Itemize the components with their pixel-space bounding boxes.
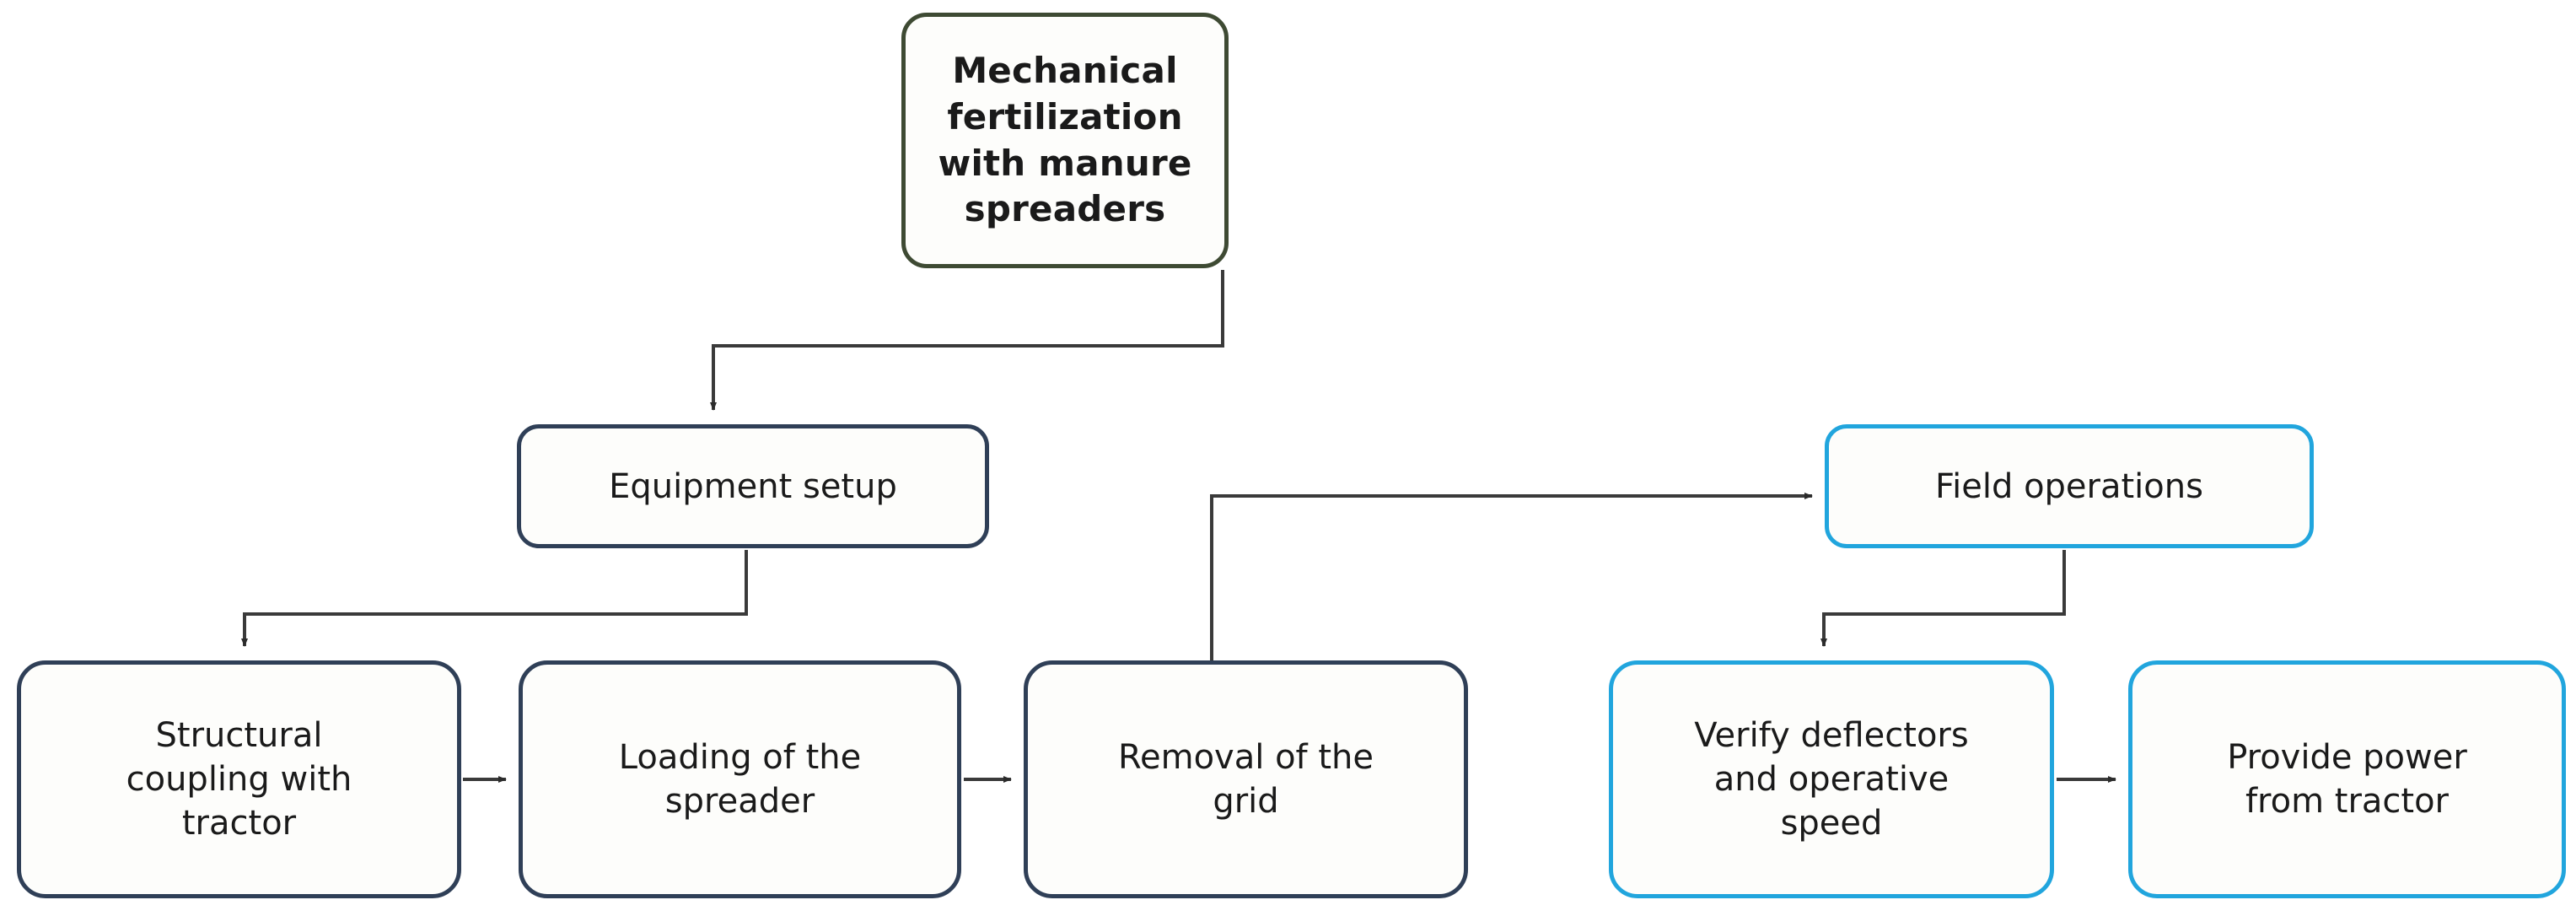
node-label: Mechanical fertilization with manure spr…	[938, 50, 1192, 230]
node-equipment-setup[interactable]: Equipment setup	[517, 424, 989, 548]
node-structural-coupling-with-tractor[interactable]: Structural coupling with tractor	[17, 660, 461, 898]
node-field-operations[interactable]: Field operations	[1825, 424, 2314, 548]
node-removal-of-the-grid[interactable]: Removal of the grid	[1024, 660, 1468, 898]
edge-root-to-equipment-setup	[710, 270, 1224, 411]
edge-removal-grid-to-field-operations	[1210, 493, 1813, 660]
node-loading-of-the-spreader[interactable]: Loading of the spreader	[519, 660, 961, 898]
node-mechanical-fertilization[interactable]: Mechanical fertilization with manure spr…	[901, 13, 1229, 268]
node-label: Structural coupling with tractor	[126, 716, 352, 843]
node-provide-power-from-tractor[interactable]: Provide power from tractor	[2128, 660, 2566, 898]
node-label: Loading of the spreader	[618, 738, 862, 821]
node-verify-deflectors-and-operative-speed[interactable]: Verify deflectors and operative speed	[1609, 660, 2054, 898]
node-label: Field operations	[1935, 466, 2203, 506]
node-label: Equipment setup	[609, 466, 897, 506]
node-label: Verify deflectors and operative speed	[1694, 716, 1969, 843]
node-label: Provide power from tractor	[2227, 738, 2467, 821]
node-label: Removal of the grid	[1118, 738, 1374, 821]
edge-field-operations-to-verify-deflectors	[1820, 550, 2066, 647]
edge-equipment-setup-to-structural-coupling	[241, 550, 748, 647]
